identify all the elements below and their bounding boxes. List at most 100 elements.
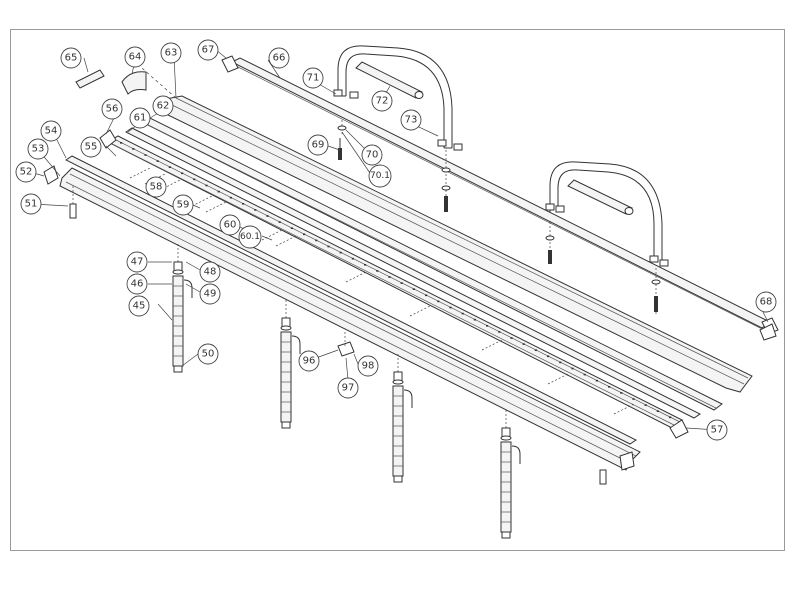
callout-label: 63	[165, 48, 178, 59]
rail-hole	[229, 196, 232, 199]
rail-hole	[412, 288, 415, 290]
bolt-stack-70	[337, 120, 661, 316]
end-cap-68	[759, 323, 777, 341]
callout-label: 66	[273, 53, 286, 64]
rail-hole	[351, 257, 354, 260]
rail-hole	[498, 331, 501, 333]
callout-49: 49	[199, 283, 221, 305]
rail-hole	[522, 343, 525, 345]
callout-label: 71	[307, 73, 320, 84]
callout-97: 97	[337, 377, 359, 399]
callout-66: 66	[268, 47, 290, 69]
callout-69: 69	[307, 134, 329, 156]
callout-label: 57	[711, 425, 724, 436]
rail-hole	[547, 355, 550, 358]
callout-label: 65	[65, 53, 78, 64]
callout-71: 71	[302, 67, 324, 89]
callout-label: 48	[204, 267, 217, 278]
callout-label: 67	[202, 45, 215, 56]
rail-61	[125, 127, 701, 419]
rail-hole	[168, 166, 171, 168]
callout-96: 96	[298, 350, 320, 372]
rail-hole	[193, 178, 196, 181]
drawing-frame	[10, 29, 785, 551]
rail-hole	[156, 160, 159, 162]
callout-98: 98	[357, 355, 379, 377]
callout-label: 98	[362, 361, 375, 372]
callout-58: 58	[145, 176, 167, 198]
callout-label: 52	[20, 167, 33, 178]
callout-label: 62	[157, 101, 170, 112]
rail-hole	[217, 190, 220, 193]
callout-701: 70.1	[368, 164, 392, 188]
grip-72	[355, 61, 424, 99]
end-cap-51	[69, 186, 635, 485]
front-rail-54	[65, 155, 637, 445]
callout-label: 64	[129, 52, 142, 63]
callout-70: 70	[361, 144, 383, 166]
rail-hole	[290, 227, 293, 229]
rail-hole	[132, 148, 135, 150]
callout-label: 49	[204, 289, 217, 300]
callout-label: 54	[45, 126, 58, 137]
clip-71	[333, 89, 669, 267]
callout-52: 52	[15, 161, 37, 183]
callout-72: 72	[371, 90, 393, 112]
rail-hole	[254, 209, 257, 211]
end-cap-67	[221, 55, 239, 73]
rail-hole	[571, 367, 574, 370]
callout-601: 60.1	[238, 225, 262, 249]
rail-hole	[486, 325, 489, 327]
leg-assembly	[280, 300, 301, 429]
callout-label: 56	[106, 104, 119, 115]
handle-73-right	[549, 161, 663, 262]
rail-hole	[644, 404, 647, 406]
rail-hole	[242, 203, 245, 205]
callout-label: 70	[366, 150, 379, 161]
callout-label: 51	[25, 199, 38, 210]
callout-61: 61	[129, 107, 151, 129]
rail-hole	[595, 379, 598, 382]
callout-54: 54	[40, 120, 62, 142]
callout-46: 46	[126, 273, 148, 295]
rail-hole	[510, 337, 513, 339]
callout-62: 62	[152, 95, 174, 117]
callout-label: 60	[224, 220, 237, 231]
callout-label: 59	[177, 200, 190, 211]
rail-hole	[181, 172, 184, 175]
leg-assembly	[500, 410, 521, 539]
rail-hole	[205, 184, 208, 187]
leg-assembly	[172, 244, 193, 373]
rail-hole	[144, 154, 147, 156]
handle-73-left	[337, 45, 453, 149]
callout-53: 53	[27, 138, 49, 160]
leg-assembly	[392, 354, 413, 483]
rail-hole	[266, 215, 269, 217]
end-piece-57	[669, 419, 689, 439]
rail-hole	[339, 251, 342, 254]
bolt-69	[338, 138, 342, 160]
callout-48: 48	[199, 261, 221, 283]
callout-73: 73	[400, 109, 422, 131]
callout-67: 67	[197, 39, 219, 61]
callout-label: 73	[405, 115, 418, 126]
callout-label: 97	[342, 383, 355, 394]
rail-hole	[437, 300, 440, 303]
rail-hole	[364, 264, 367, 266]
callout-47: 47	[126, 251, 148, 273]
callout-label: 72	[376, 96, 389, 107]
rail-hole	[327, 245, 330, 248]
callout-label: 60.1	[240, 232, 260, 242]
callout-50: 50	[197, 343, 219, 365]
callout-label: 55	[85, 142, 98, 153]
callout-label: 47	[131, 257, 144, 268]
callout-label: 45	[133, 301, 146, 312]
rail-hole	[632, 398, 635, 400]
curved-plate-64	[121, 71, 147, 95]
callout-label: 68	[760, 297, 773, 308]
callout-57: 57	[706, 419, 728, 441]
callout-label: 61	[134, 113, 147, 124]
strip-65	[75, 69, 105, 89]
rail-hole	[376, 270, 379, 272]
